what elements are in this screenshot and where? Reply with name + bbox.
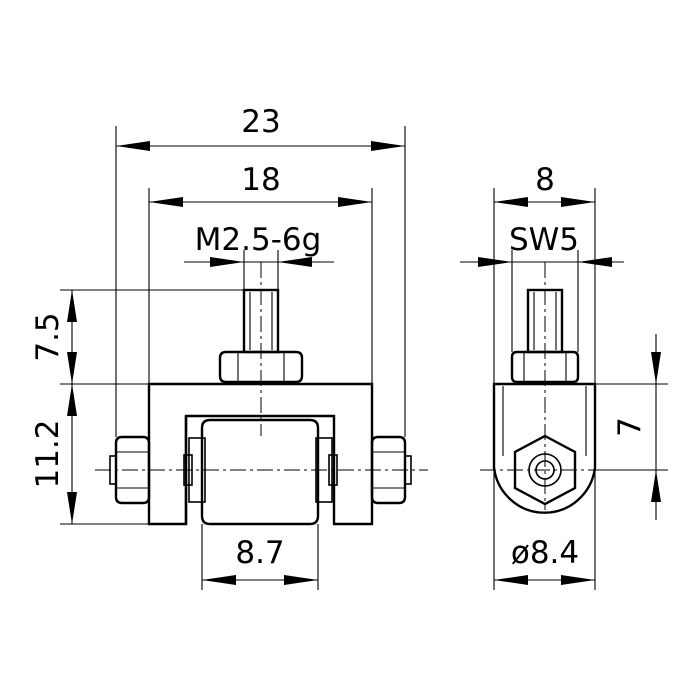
- dimension-11-2: 11.2: [30, 384, 77, 524]
- dim-width-inner-label: 18: [241, 162, 280, 198]
- dimension-8: 8: [494, 162, 595, 207]
- dim-thread-label: M2.5-6g: [195, 222, 322, 258]
- dimension-23: 23: [116, 104, 405, 151]
- dimension-thread: M2.5-6g: [184, 222, 334, 267]
- top-hex-nut: [218, 350, 304, 384]
- front-view: 23 18 M2.5-6g 7.5 11.2: [30, 104, 428, 590]
- dimension-7: 7: [612, 334, 661, 520]
- dimension-sw5: SW5: [460, 222, 624, 267]
- dimension-7-5: 7.5: [30, 290, 77, 384]
- side-housing: [492, 382, 597, 514]
- dimension-18: 18: [149, 162, 372, 207]
- dim-height-body-label: 11.2: [30, 419, 66, 488]
- dimension-diameter: ø8.4: [494, 535, 595, 585]
- side-hex-nut: [510, 350, 580, 384]
- dim-roller-width-label: 8.7: [235, 535, 284, 571]
- dim-wrench-size-label: SW5: [509, 222, 579, 258]
- right-axle-nut: [370, 435, 412, 505]
- dim-height-top-label: 7.5: [30, 312, 66, 361]
- dim-side-width-label: 8: [535, 162, 555, 198]
- dim-width-total-label: 23: [241, 104, 280, 140]
- side-view: 8 SW5 7 ø8.4: [460, 162, 668, 590]
- dimension-8-7: 8.7: [202, 535, 318, 585]
- dim-side-height-label: 7: [612, 417, 648, 437]
- dim-diameter-label: ø8.4: [511, 535, 579, 571]
